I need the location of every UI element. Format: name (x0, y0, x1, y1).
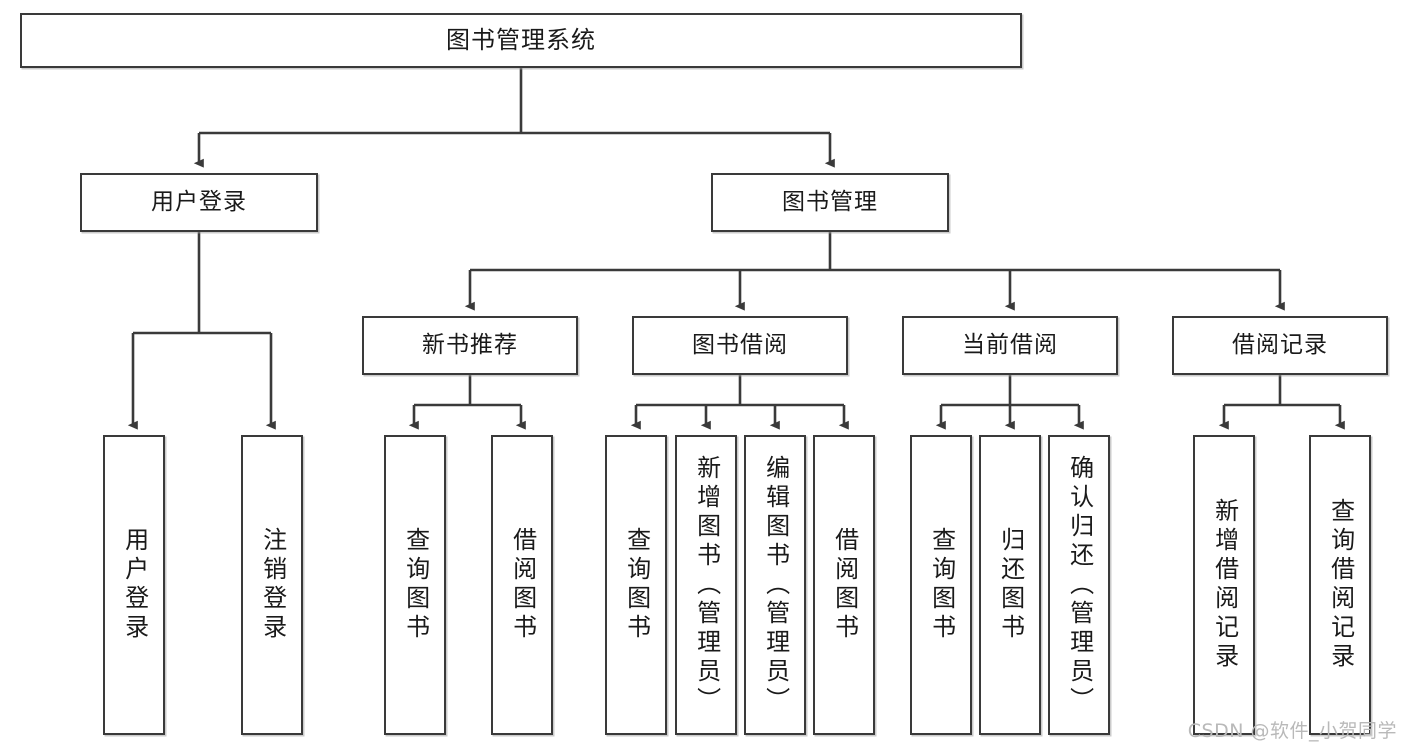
node-label: 当前借阅 (962, 331, 1058, 358)
node-new-book-recommend[interactable]: 新书推荐 (362, 316, 578, 375)
node-label: 新增图书（管理员） (692, 454, 721, 716)
node-book-management[interactable]: 图书管理 (711, 173, 949, 232)
watermark-text: CSDN @软件_小贺同学 (1187, 720, 1397, 742)
node-label: 用户登录 (151, 188, 247, 215)
node-label: 借阅记录 (1232, 331, 1328, 358)
leaf-book-borrow-query-book[interactable]: 查询图书 (605, 435, 667, 735)
node-borrow-record[interactable]: 借阅记录 (1172, 316, 1388, 375)
leaf-user-login-login[interactable]: 用户登录 (103, 435, 165, 735)
node-root-system[interactable]: 图书管理系统 (20, 13, 1022, 68)
node-label: 新增借阅记录 (1210, 498, 1239, 672)
leaf-book-borrow-borrow-book[interactable]: 借阅图书 (813, 435, 875, 735)
node-label: 归还图书 (996, 527, 1025, 643)
node-label: 查询图书 (622, 527, 651, 643)
node-current-borrow[interactable]: 当前借阅 (902, 316, 1118, 375)
node-label: 查询借阅记录 (1326, 498, 1355, 672)
node-label: 借阅图书 (508, 527, 537, 643)
leaf-user-login-logout[interactable]: 注销登录 (241, 435, 303, 735)
leaf-book-borrow-edit-book[interactable]: 编辑图书（管理员） (744, 435, 806, 735)
node-label: 新书推荐 (422, 331, 518, 358)
leaf-book-borrow-add-book[interactable]: 新增图书（管理员） (675, 435, 737, 735)
leaf-current-borrow-return-book[interactable]: 归还图书 (979, 435, 1041, 735)
leaf-new-book-query-book[interactable]: 查询图书 (384, 435, 446, 735)
node-label: 查询图书 (401, 527, 430, 643)
node-label: 查询图书 (927, 527, 956, 643)
node-label: 注销登录 (258, 527, 287, 643)
node-label: 图书管理系统 (446, 26, 596, 55)
node-label: 编辑图书（管理员） (761, 454, 790, 716)
leaf-borrow-record-add-record[interactable]: 新增借阅记录 (1193, 435, 1255, 735)
node-label: 图书管理 (782, 188, 878, 215)
leaf-current-borrow-confirm-return[interactable]: 确认归还（管理员） (1048, 435, 1110, 735)
node-label: 借阅图书 (830, 527, 859, 643)
node-label: 确认归还（管理员） (1065, 454, 1094, 716)
leaf-borrow-record-query-record[interactable]: 查询借阅记录 (1309, 435, 1371, 735)
node-label: 图书借阅 (692, 331, 788, 358)
node-user-login[interactable]: 用户登录 (80, 173, 318, 232)
node-book-borrow[interactable]: 图书借阅 (632, 316, 848, 375)
node-label: 用户登录 (120, 527, 149, 643)
leaf-new-book-borrow-book[interactable]: 借阅图书 (491, 435, 553, 735)
leaf-current-borrow-query-book[interactable]: 查询图书 (910, 435, 972, 735)
